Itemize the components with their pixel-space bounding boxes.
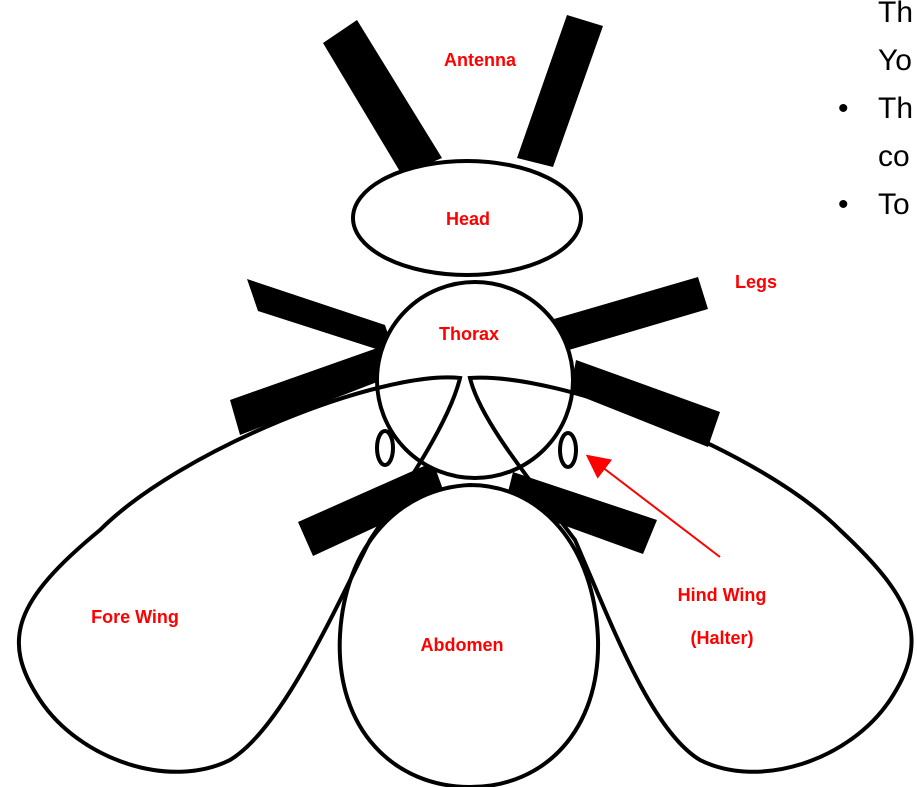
label-halter: (Halter)	[690, 628, 753, 648]
label-fore-wing: Fore Wing	[91, 607, 179, 627]
side-text-bullet2-line1: Th	[878, 92, 913, 125]
bullet-3: •	[838, 188, 849, 221]
side-text-bullet3-line1: To	[878, 188, 910, 221]
side-text-line1: Th	[878, 0, 913, 29]
side-text-line2: Yo	[878, 44, 912, 77]
label-head: Head	[446, 209, 490, 229]
label-antenna: Antenna	[444, 50, 517, 70]
label-thorax: Thorax	[439, 324, 499, 344]
leg-upper-left	[247, 279, 395, 355]
left-antenna	[323, 20, 442, 175]
leg-upper-right	[554, 277, 708, 352]
left-halter	[377, 431, 393, 465]
side-text-bullet2-line2: co	[878, 140, 910, 173]
right-antenna	[517, 15, 603, 167]
label-legs: Legs	[735, 272, 777, 292]
label-abdomen: Abdomen	[421, 635, 504, 655]
label-hind-wing: Hind Wing	[678, 585, 767, 605]
right-halter	[560, 433, 576, 467]
leg-middle-right	[570, 360, 720, 447]
bullet-2: •	[838, 92, 849, 125]
